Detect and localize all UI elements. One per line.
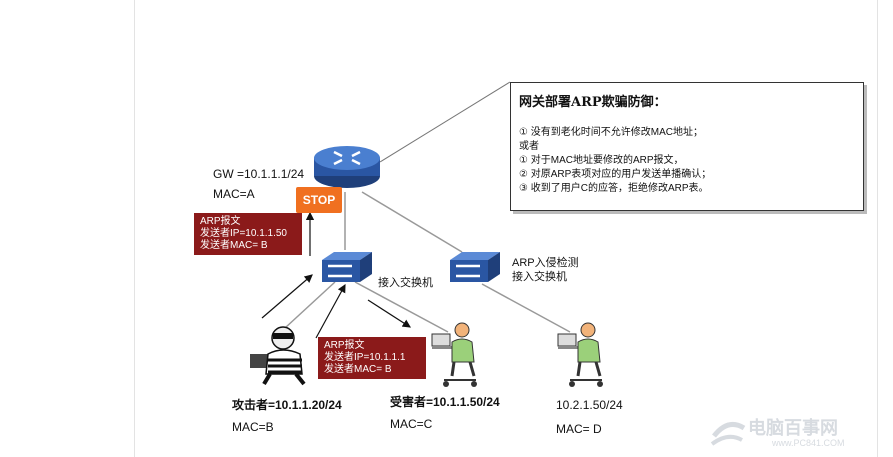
attacker-mac-label: MAC=B	[232, 420, 274, 434]
access-switch-label: 接入交换机	[378, 277, 433, 289]
gateway-mac-label: MAC=A	[213, 187, 255, 201]
arrow-attacker-to-switch	[315, 283, 346, 339]
left-page-rule	[134, 0, 135, 457]
router-icon	[314, 146, 380, 188]
detect-switch-label-2: 接入交换机	[512, 271, 567, 283]
victim-ip-label: 受害者=10.1.1.50/24	[390, 395, 500, 409]
attacker-ip-label: 攻击者=10.1.1.20/24	[232, 398, 342, 412]
victim-user-icon	[431, 322, 477, 387]
attacker-icon	[250, 326, 306, 386]
stop-sign: STOP	[296, 187, 342, 213]
watermark-logo-icon	[710, 421, 746, 446]
link-access-attacker	[284, 281, 336, 329]
arrow-attacker-up	[261, 274, 313, 319]
victim-mac-label: MAC=C	[390, 417, 433, 431]
watermark-brand: 电脑百事网	[748, 418, 838, 438]
access-switch-icon	[322, 252, 372, 282]
watermark-url: www.PC841.COM	[772, 438, 845, 448]
callout-line: ① 没有到老化时间不允许修改MAC地址；	[519, 127, 703, 138]
link-detect-host-d	[481, 283, 571, 333]
arp-box-line: ARP报文	[324, 340, 365, 351]
defense-callout: 网关部署ARP欺骗防御： ① 没有到老化时间不允许修改MAC地址； 或者 ① 对…	[510, 82, 864, 211]
right-page-rule	[877, 0, 878, 457]
callout-title: 网关部署ARP欺骗防御：	[519, 95, 667, 110]
link-access-victim	[354, 281, 449, 333]
detect-switch-label-1: ARP入侵检测	[512, 257, 579, 269]
callout-line: ① 对于MAC地址要修改的ARP报文，	[519, 155, 684, 166]
host-d-user-icon	[557, 322, 603, 387]
arp-box-line: 发送者MAC= B	[324, 364, 392, 375]
callout-line: 或者	[519, 141, 539, 152]
arp-packet-to-gateway: ARP报文 发送者IP=10.1.1.50 发送者MAC= B	[194, 213, 302, 255]
arp-packet-to-victim: ARP报文 发送者IP=10.1.1.1 发送者MAC= B	[318, 337, 426, 379]
arp-box-line: 发送者IP=10.1.1.50	[200, 228, 287, 239]
link-router-detect-switch	[361, 191, 463, 253]
callout-line: ③ 收到了用户C的应答，拒绝修改ARP表。	[519, 183, 709, 194]
gateway-ip-label: GW =10.1.1.1/24	[213, 167, 305, 181]
arp-box-line: 发送者MAC= B	[200, 240, 268, 251]
host-d-ip-label: 10.2.1.50/24	[556, 398, 623, 412]
arrow-switch-to-victim	[367, 299, 412, 328]
host-d-mac-label: MAC= D	[556, 422, 602, 436]
arp-box-line: ARP报文	[200, 216, 241, 227]
callout-line: ② 对原ARP表项对应的用户发送单播确认；	[519, 169, 712, 180]
arp-box-line: 发送者IP=10.1.1.1	[324, 352, 406, 363]
link-router-callout	[379, 81, 511, 163]
detect-switch-icon	[450, 252, 500, 282]
